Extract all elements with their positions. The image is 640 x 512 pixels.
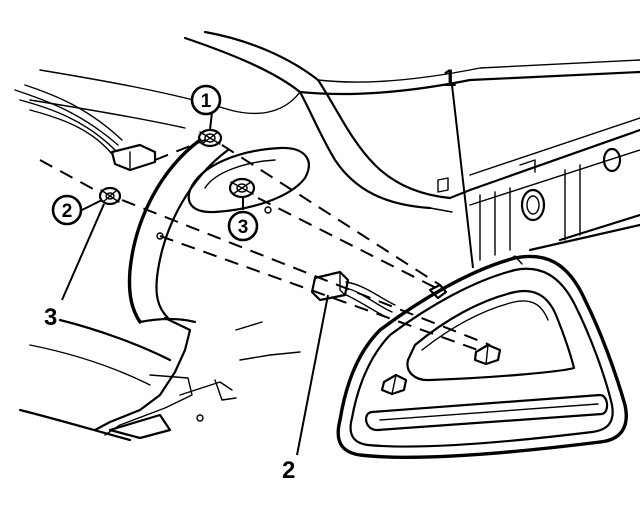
vehicle-body	[18, 30, 640, 442]
leader-lines	[61, 84, 474, 456]
lamp-connector	[310, 270, 396, 319]
circled-callout-3: 3	[227, 210, 259, 242]
mounting-hole	[264, 206, 272, 214]
grommet-middle	[228, 177, 256, 199]
circled-callout-2-label: 2	[62, 201, 73, 222]
circled-callout-1: 1	[190, 84, 222, 116]
callout-1-label: 1	[443, 65, 456, 92]
circled-callout-3-label: 3	[238, 217, 249, 238]
grommet-upper	[197, 128, 223, 148]
circled-callout-1-label: 1	[201, 91, 212, 112]
circled-callout-2: 2	[51, 194, 83, 226]
mounting-hole	[156, 232, 164, 240]
grommet-lower	[98, 186, 122, 206]
tail-lamp-assembly	[336, 254, 628, 460]
alignment-lines	[39, 139, 491, 351]
callout-2-label: 2	[282, 457, 295, 484]
callout-3-label: 3	[44, 304, 57, 331]
wiring-harness	[14, 84, 157, 172]
